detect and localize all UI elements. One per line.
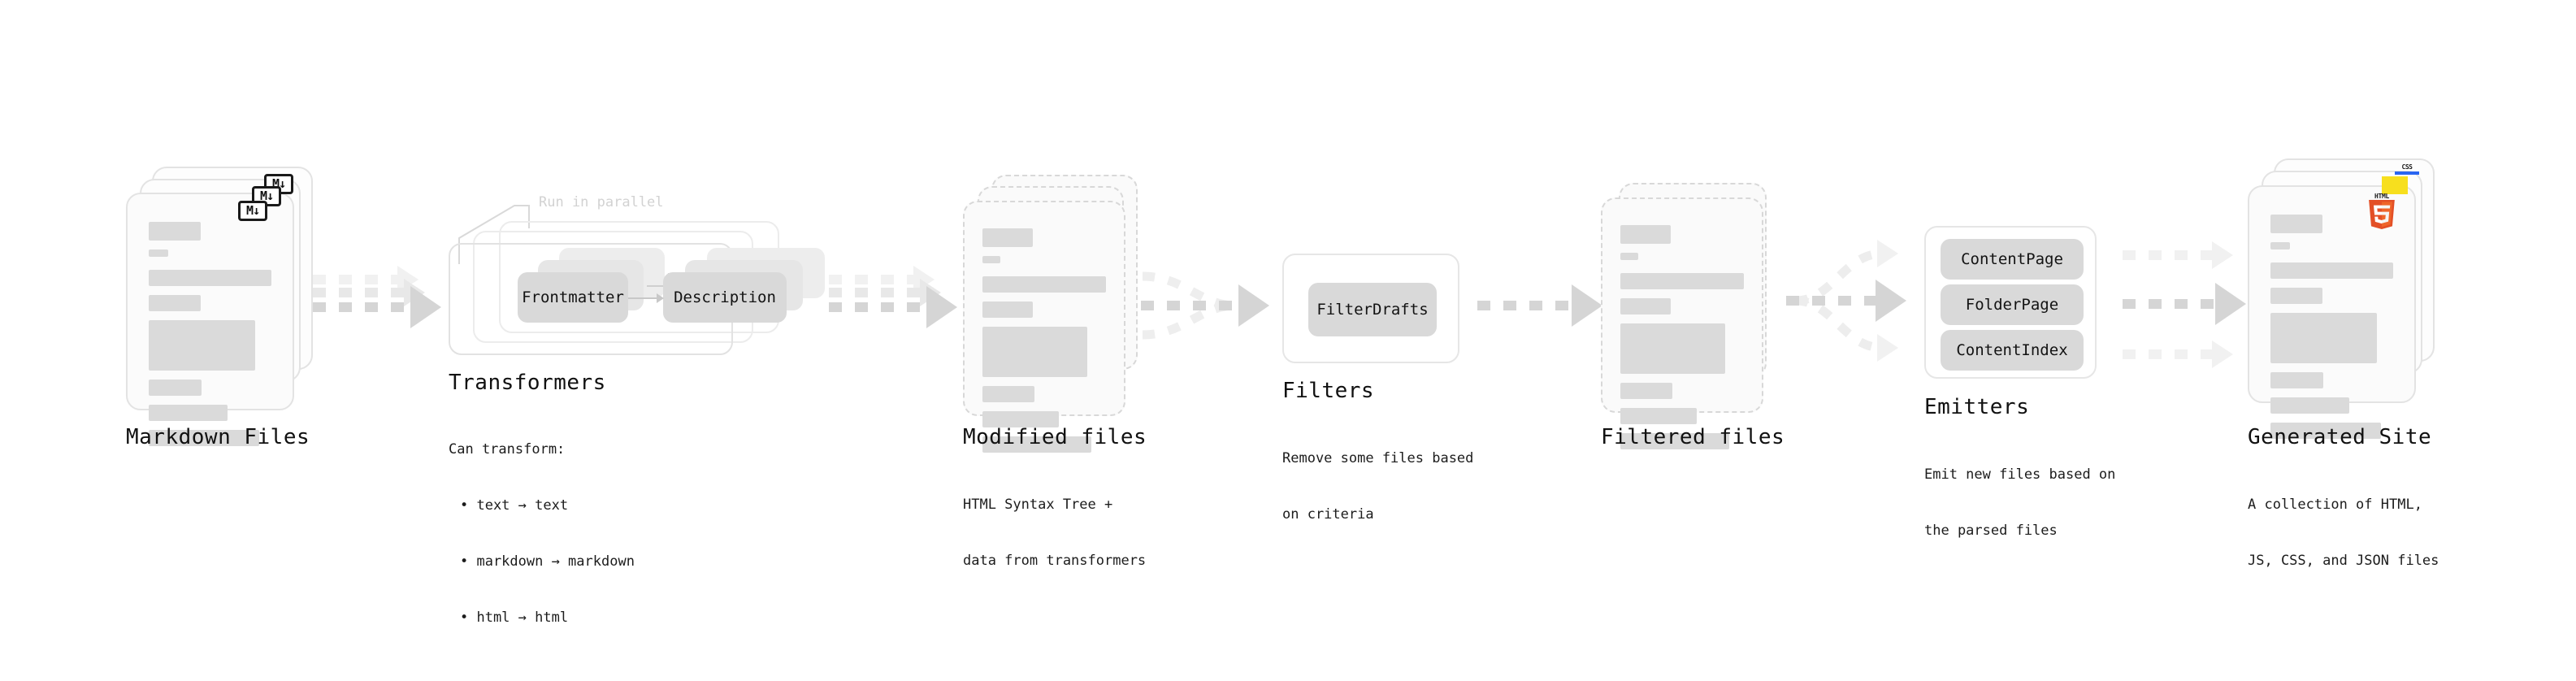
fan-in-main-dash [1141, 301, 1245, 310]
css3-logo-label: CSS [2401, 163, 2413, 171]
connector6-dash-mid [2123, 299, 2222, 309]
connector-dash-mid [313, 288, 415, 297]
transformers-caption: Transformers Can transform: • text → tex… [449, 370, 635, 665]
connector-head-bottom [410, 286, 441, 328]
filters-box: FilterDrafts [1282, 254, 1459, 363]
modified-placeholder-lines [982, 228, 1106, 462]
fan-out-head-top [1877, 240, 1898, 267]
modified-card-front [963, 201, 1125, 453]
emitters-subtitle-2: the parsed files [1924, 523, 2058, 539]
transformer-pill-frontmatter[interactable]: Frontmatter [518, 272, 628, 323]
emitters-subtitle-1: Emit new files based on [1924, 466, 2116, 483]
modified-files-title: Modified files [963, 425, 1147, 449]
connector-modified-to-filters [1136, 258, 1282, 356]
modified-files-stack [963, 175, 1150, 453]
emitters-pill-contentpage[interactable]: ContentPage [1941, 239, 2084, 280]
markdown-logo-letter: M [245, 203, 254, 218]
fan-out-head-mid [1876, 280, 1906, 322]
transformers-bullet-text: • text → text [460, 497, 569, 514]
connector-transformers-to-modified [829, 266, 959, 349]
markdown-logo-letter-back: M [271, 176, 280, 191]
transformer-inner-arrow [628, 293, 666, 303]
markdown-logo-arrow-middle: ↓ [267, 189, 274, 203]
filtered-files-stack [1601, 183, 1780, 449]
fan-out-main-dash [1786, 296, 1882, 306]
connector-md-to-transformers [313, 266, 443, 349]
transformers-subtitle: Can transform: [449, 441, 566, 458]
connector2-dash-top [829, 275, 925, 284]
filtered-card-front [1601, 197, 1763, 449]
transformers-bullet-html: • html → html [460, 609, 569, 626]
connector-emitters-to-site [2123, 237, 2285, 375]
css3-logo: CSS [2394, 163, 2420, 181]
run-in-parallel-label: Run in parallel [539, 194, 664, 210]
generated-site-title: Generated Site [2248, 425, 2432, 449]
generated-site-subtitle-1: A collection of HTML, [2248, 497, 2422, 513]
transformer-pill-description[interactable]: Description [663, 272, 787, 323]
markdown-logo-arrow: ↓ [253, 203, 260, 218]
html5-logo-wordmark: HTML [2374, 193, 2390, 200]
filtered-files-title: Filtered files [1601, 425, 1785, 449]
filters-subtitle-1: Remove some files based [1282, 450, 1474, 466]
markdown-card-front [126, 193, 294, 446]
connector2-head-bottom [926, 286, 957, 328]
filters-subtitle-2: on criteria [1282, 506, 1374, 523]
emitters-caption: Emitters Emit new files based on the par… [1924, 394, 2115, 578]
markdown-logo-letter-middle: M [259, 189, 267, 203]
markdown-placeholder-lines [149, 222, 271, 455]
transformers-bullet-markdown: • markdown → markdown [460, 553, 635, 570]
javascript-logo [2382, 176, 2408, 194]
html5-logo: HTML [2366, 193, 2398, 230]
filtered-placeholder-lines [1620, 225, 1744, 458]
fan-in-arrowhead [1238, 284, 1269, 327]
markdown-logo-arrow-back: ↓ [279, 176, 286, 191]
markdown-files-caption: Markdown Files [126, 424, 310, 450]
filters-title: Filters [1282, 379, 1375, 403]
connector6-head-bottom [2212, 340, 2233, 368]
modified-files-caption: Modified files HTML Syntax Tree + data f… [963, 424, 1147, 608]
emitters-box: ContentPage FolderPage ContentIndex [1924, 226, 2097, 379]
markdown-files-title: Markdown Files [126, 425, 310, 449]
emitters-pill-folderpage[interactable]: FolderPage [1941, 284, 2084, 325]
connector4-dash [1477, 301, 1580, 310]
transformers-title: Transformers [449, 371, 606, 395]
markdown-files-stack: M↓ M↓ M↓ [126, 167, 313, 446]
connector-filtered-to-emitters [1786, 234, 1957, 368]
fan-out-head-bottom [1877, 334, 1898, 362]
css3-logo-bar [2395, 171, 2419, 175]
html5-logo-shield [2369, 200, 2395, 229]
connector6-head-mid [2215, 283, 2246, 325]
generated-site-caption: Generated Site A collection of HTML, JS,… [2248, 424, 2439, 608]
filtered-files-caption: Filtered files [1601, 424, 1785, 450]
generated-placeholder-lines [2270, 215, 2393, 448]
markdown-logo-front: M↓ [238, 201, 267, 221]
generated-site-subtitle-2: JS, CSS, and JSON files [2248, 553, 2439, 569]
filters-caption: Filters Remove some files based on crite… [1282, 378, 1473, 562]
filters-pill-filterdrafts[interactable]: FilterDrafts [1308, 283, 1437, 336]
modified-files-subtitle-1: HTML Syntax Tree + [963, 497, 1113, 513]
connector6-head-top [2212, 241, 2233, 269]
connector2-dash-bottom [829, 302, 938, 312]
connector6-dash-bottom [2123, 349, 2218, 359]
modified-files-subtitle-2: data from transformers [963, 553, 1147, 569]
connector-filters-to-filtered [1477, 284, 1607, 335]
connector4-arrowhead [1572, 284, 1602, 327]
emitters-title: Emitters [1924, 395, 2030, 419]
connector-dash-bottom [313, 302, 422, 312]
connector6-dash-top [2123, 250, 2218, 260]
emitters-pill-contentindex[interactable]: ContentIndex [1941, 330, 2084, 371]
connector2-dash-mid [829, 288, 931, 297]
connector-dash-top [313, 275, 409, 284]
transformers-group: Run in parallel Frontmatter Description … [443, 191, 825, 366]
generated-site-stack: CSS HTML [2248, 158, 2443, 439]
